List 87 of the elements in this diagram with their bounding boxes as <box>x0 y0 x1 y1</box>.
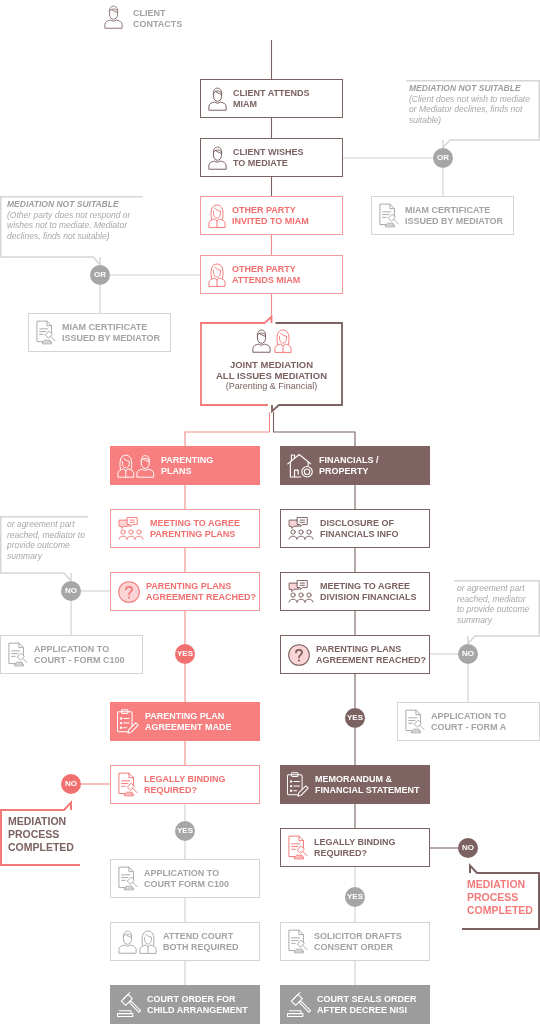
connector-line <box>270 39 273 80</box>
speech-bubble <box>406 80 540 148</box>
step-text: MIAM CERTIFICATE ISSUED BY MEDIATOR <box>62 321 161 344</box>
note-text: (Other party does not respond or wishes not to mediate. Mediator declines, finds not suitable) <box>7 209 132 241</box>
process-box <box>200 79 343 118</box>
step-subtitle: (Parenting & Financial) <box>225 381 318 392</box>
step-text: OTHER PARTY INVITED TO MIAM <box>232 204 310 227</box>
step-text: FINANCIALS / PROPERTY <box>319 454 380 477</box>
step-text: ATTEND COURT BOTH REQUIRED <box>163 930 240 953</box>
step-text: APPLICATION TO COURT - FORM C100 <box>34 643 126 666</box>
process-box <box>280 509 430 548</box>
connector-line <box>184 663 186 703</box>
step-text: PARENTING PLANS <box>161 454 215 477</box>
step-text: PARENTING PLAN AGREEMENT MADE <box>145 710 233 733</box>
connector-line <box>184 411 271 447</box>
process-box <box>110 572 260 611</box>
connector-line <box>184 547 186 573</box>
connector-line <box>354 610 356 636</box>
speech-bubble-box <box>200 316 343 412</box>
connector-line <box>184 610 186 645</box>
process-box <box>0 635 143 674</box>
step-text: OTHER PARTY ATTENDS MIAM <box>232 263 302 286</box>
process-box <box>397 702 540 741</box>
connector-line <box>80 783 111 785</box>
speech-bubble <box>0 802 80 866</box>
connector-line <box>354 727 356 766</box>
connector-line <box>354 547 356 573</box>
step-title: JOINT MEDIATION <box>229 359 314 370</box>
process-box <box>280 446 430 485</box>
caption-text: CLIENT CONTACTS <box>133 8 184 30</box>
note-text: or agreement part reached, mediator to provide outcome summary <box>457 583 531 625</box>
process-box <box>110 509 260 548</box>
process-box <box>280 572 430 611</box>
connector-line <box>270 293 273 317</box>
process-box <box>110 446 260 485</box>
step-text: SOLICITOR DRAFTS CONSENT ORDER <box>314 930 403 953</box>
step-text: MIAM CERTIFICATE ISSUED BY MEDIATOR <box>405 204 504 227</box>
step-text: COURT ORDER FOR CHILD ARRANGEMENT <box>147 993 249 1016</box>
connector-line <box>184 484 186 510</box>
step-text: MEMORANDUM & FINANCIAL STATEMENT <box>315 773 421 796</box>
step-text: APPLICATION TO COURT FORM C100 <box>144 867 230 890</box>
connector-line <box>270 117 273 139</box>
step-text: MEETING TO AGREE DIVISION FINANCIALS <box>320 580 418 603</box>
status-text: MEDIATION PROCESS COMPLETED <box>8 815 75 854</box>
process-box <box>200 196 343 235</box>
process-box <box>28 313 171 352</box>
note-text: or agreement part reached, mediator to provide outcome summary <box>7 519 86 561</box>
process-box <box>110 702 260 741</box>
step-text: PARENTING PLANS AGREEMENT REACHED? <box>316 643 426 666</box>
connector-line <box>429 847 459 849</box>
note-heading: MEDIATION NOT SUITABLE <box>409 83 522 94</box>
step-text: LEGALLY BINDING REQUIRED? <box>314 836 397 859</box>
connector-line <box>270 234 273 256</box>
step-text: COURT SEALS ORDER AFTER DECREE NISI <box>317 993 418 1016</box>
speech-bubble <box>0 196 143 265</box>
step-text: PARENTING PLANS AGREEMENT REACHED? <box>146 580 256 603</box>
status-text: MEDIATION PROCESS COMPLETED <box>467 878 534 917</box>
process-box <box>280 985 430 1024</box>
step-text: LEGALLY BINDING REQUIRED? <box>144 773 227 796</box>
step-text: CLIENT ATTENDS MIAM <box>233 87 311 110</box>
process-box <box>280 635 430 674</box>
process-box <box>110 765 260 804</box>
step-text: APPLICATION TO COURT - FORM A <box>431 710 508 733</box>
connector-line <box>354 803 356 829</box>
connector-line <box>270 176 273 197</box>
connector-line <box>272 411 356 447</box>
note-text: (Client does not wish to mediate or Mediator declines, finds not suitable) <box>409 93 531 125</box>
process-box <box>110 859 260 898</box>
process-box <box>200 138 343 177</box>
speech-bubble <box>0 516 88 581</box>
step-text: MEETING TO AGREE PARENTING PLANS <box>150 517 241 540</box>
process-box <box>110 985 260 1024</box>
connector-line <box>354 484 356 510</box>
process-box <box>371 196 514 235</box>
connector-line <box>354 673 356 709</box>
note-heading: MEDIATION NOT SUITABLE <box>7 199 120 210</box>
speech-bubble <box>462 865 540 930</box>
process-box <box>110 922 260 961</box>
speech-bubble <box>454 580 540 644</box>
process-box <box>280 922 430 961</box>
step-text: DISCLOSURE OF FINANCIALS INFO <box>320 517 400 540</box>
process-box <box>280 828 430 867</box>
step-text: CLIENT WISHES TO MEDIATE <box>233 146 305 169</box>
process-box <box>280 765 430 804</box>
step-title: ALL ISSUES MEDIATION <box>216 370 327 381</box>
connector-line <box>184 740 186 766</box>
process-box <box>200 255 343 294</box>
